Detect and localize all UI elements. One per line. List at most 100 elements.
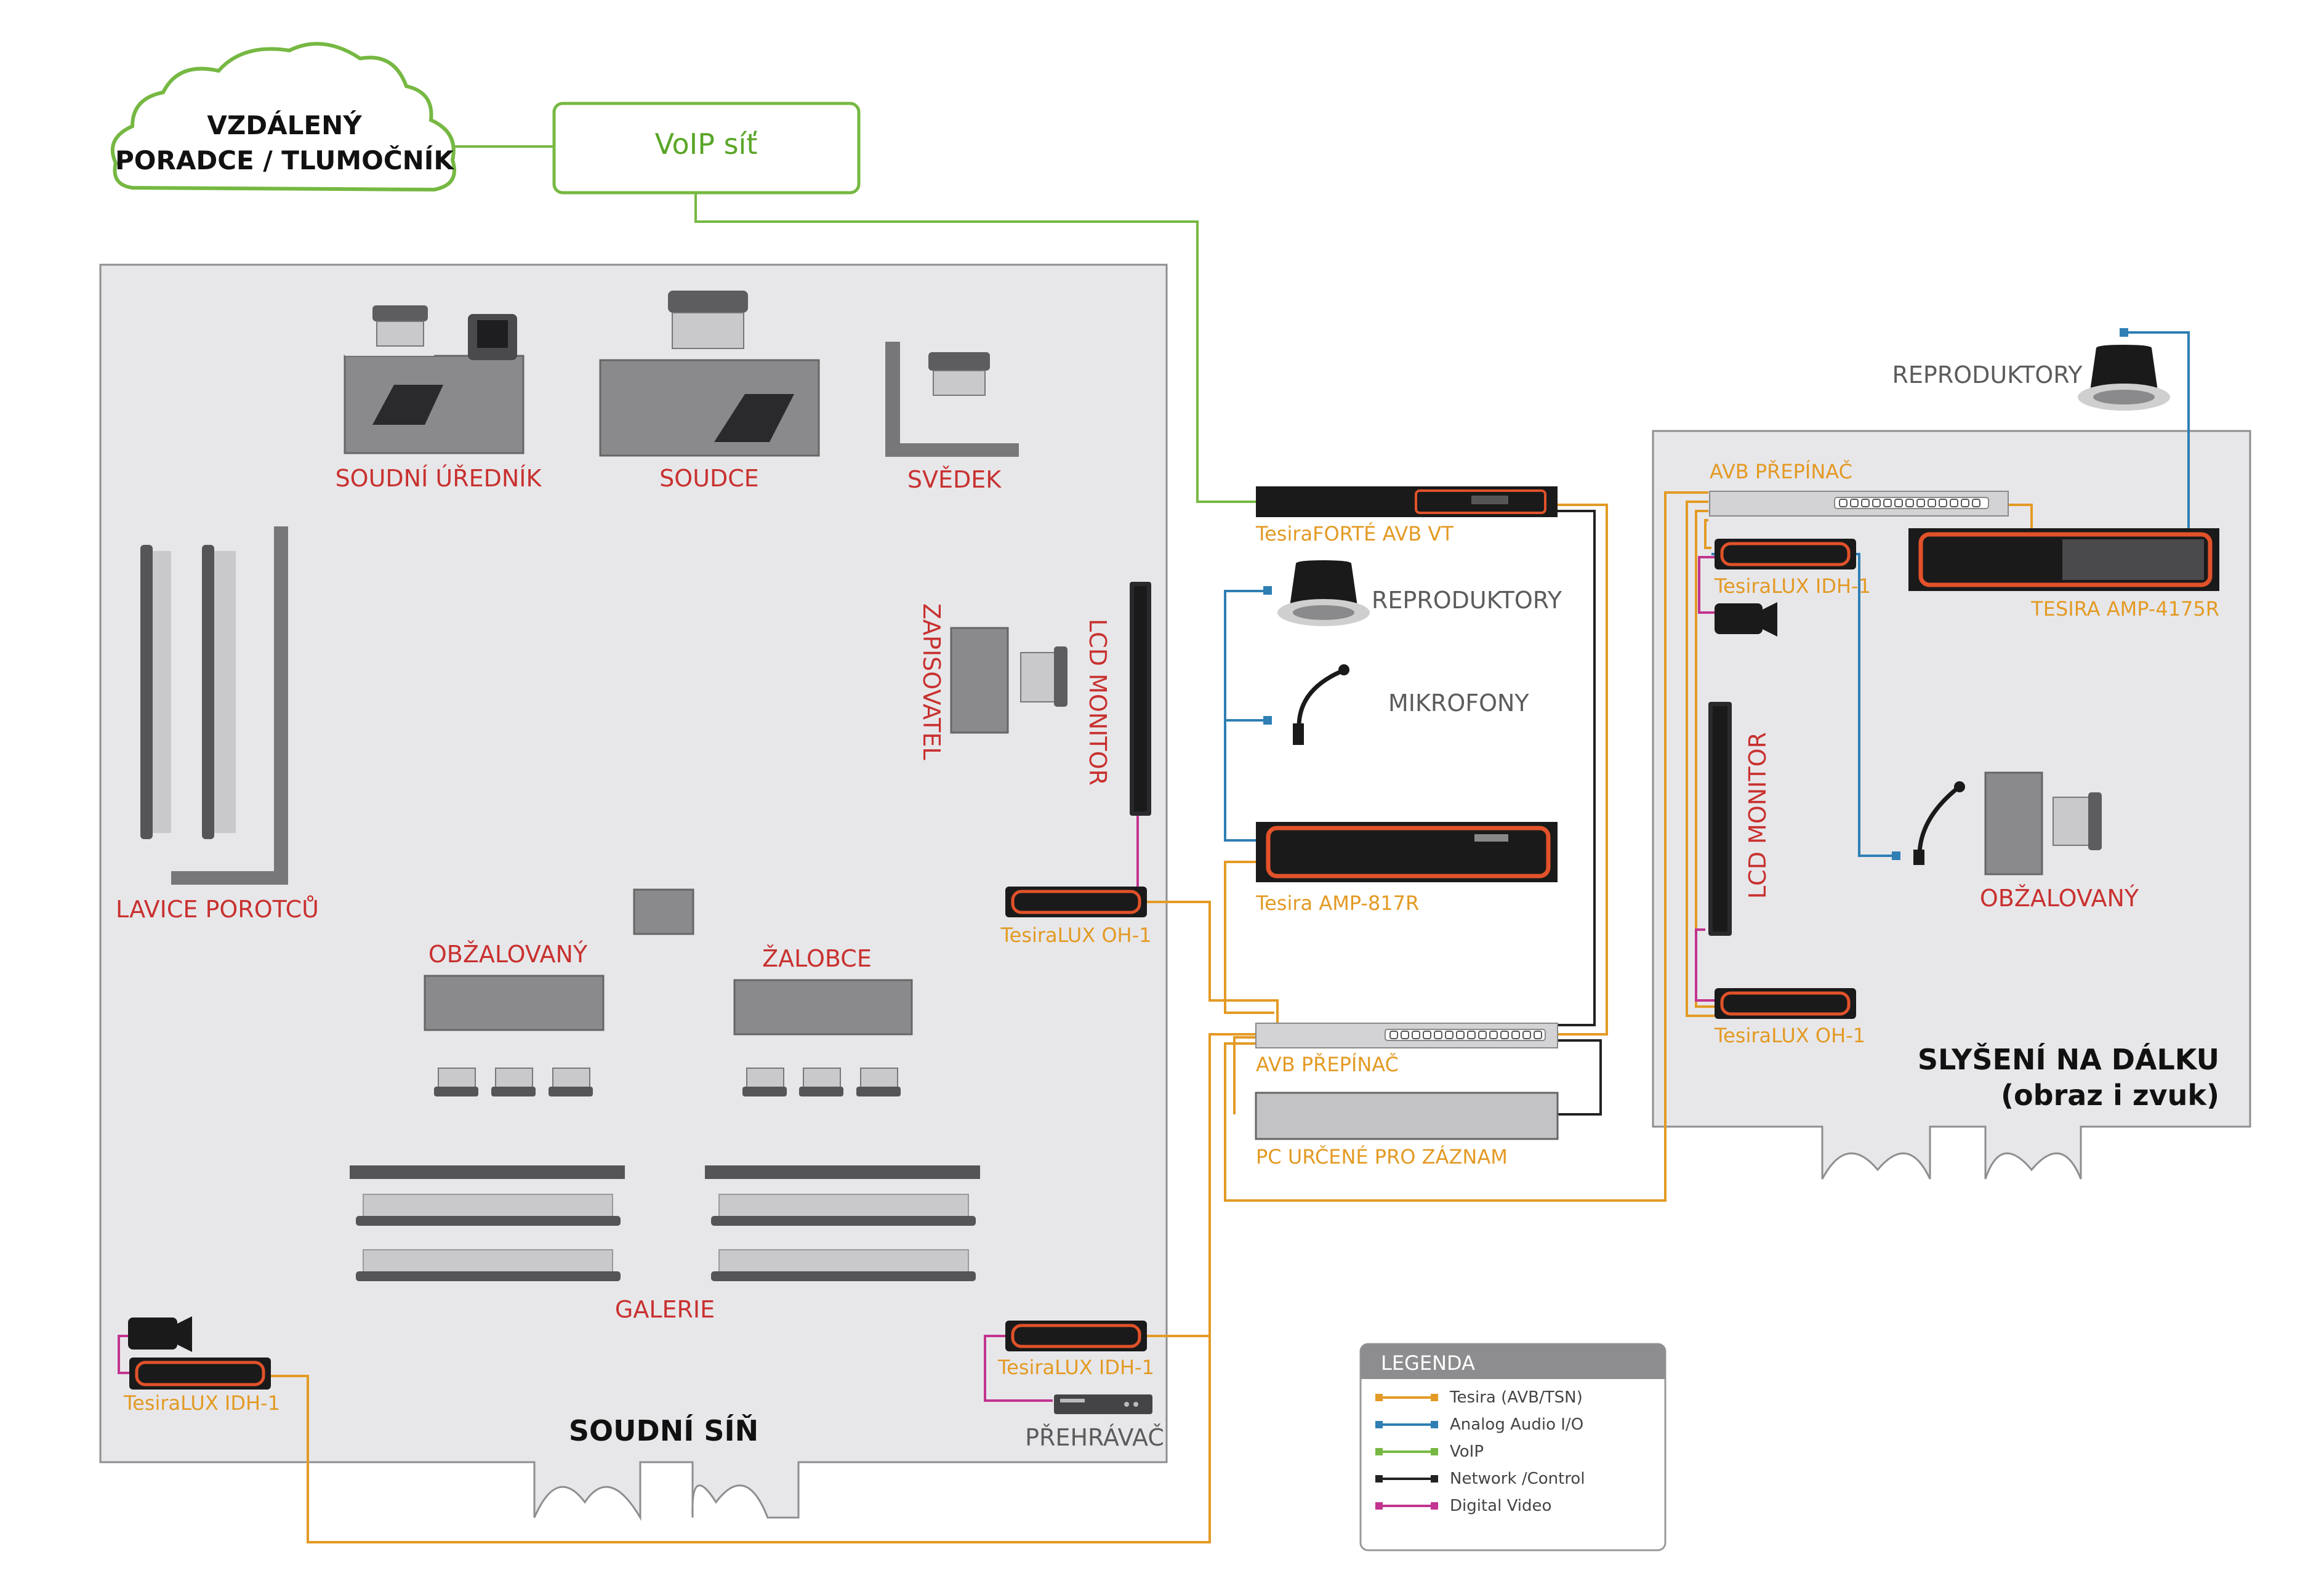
camera-remote xyxy=(1715,602,1777,637)
switch-port xyxy=(1928,499,1936,507)
legend-swatch-end xyxy=(1431,1394,1438,1401)
analog-port-speaker xyxy=(1263,586,1272,595)
switch-port xyxy=(1839,499,1848,507)
media-player xyxy=(1054,1394,1152,1414)
defendant-remote-desk xyxy=(1984,771,2102,875)
voip-network-box: VoIP síť xyxy=(552,102,861,195)
idh1-left-label: TesiraLUX IDH-1 xyxy=(123,1391,280,1415)
switch-port xyxy=(1905,499,1914,507)
center-table xyxy=(633,888,694,935)
defendant-label: OBŽALOVANÝ xyxy=(428,941,588,968)
jury-label: LAVICE POROTCŮ xyxy=(116,896,319,923)
oh1-courtroom-label: TesiraLUX OH-1 xyxy=(1000,923,1151,947)
amp4175-label: TESIRA AMP-4175R xyxy=(2030,597,2219,621)
lcd-label-remote: LCD MONITOR xyxy=(1744,732,1771,899)
microphone-remote xyxy=(1913,781,1965,865)
stenographer-desk xyxy=(950,627,1068,734)
legend: LEGENDA Tesira (AVB/TSN) Analog Audio I/O… xyxy=(1359,1343,1667,1551)
amp817-label: Tesira AMP-817R xyxy=(1255,891,1419,915)
switch-port xyxy=(1434,1031,1442,1039)
analog-port-remote-speaker xyxy=(2120,328,2128,337)
recording-pc xyxy=(1255,1092,1559,1140)
remote-title-1: SLYŠENÍ NA DÁLKU xyxy=(1918,1043,2219,1076)
legend-swatch-end xyxy=(1431,1475,1438,1482)
remote-title-2: (obraz i zvuk) xyxy=(2001,1079,2219,1112)
legend-swatch-end xyxy=(1431,1502,1438,1510)
pc-label: PC URČENÉ PRO ZÁZNAM xyxy=(1256,1145,1508,1169)
legend-swatch-end xyxy=(1375,1448,1383,1455)
switch-port xyxy=(1423,1031,1431,1039)
player-label: PŘEHRÁVAČ xyxy=(1025,1424,1164,1451)
legend-item: Tesira (AVB/TSN) xyxy=(1375,1388,1583,1407)
ceiling-speaker-center xyxy=(1277,560,1370,626)
judge-desk xyxy=(599,291,820,457)
switch-port xyxy=(1872,499,1881,507)
prosecutor-table xyxy=(733,979,913,1096)
switch-port xyxy=(1916,499,1925,507)
switch-port xyxy=(1456,1031,1465,1039)
amp-817r-device xyxy=(1256,822,1558,882)
legend-item: Analog Audio I/O xyxy=(1375,1415,1583,1434)
mics-center-label: MIKROFONY xyxy=(1388,690,1529,717)
lcd-monitor-courtroom xyxy=(1130,582,1151,816)
gallery-label: GALERIE xyxy=(615,1296,715,1323)
forte-label: TesiraFORTÉ AVB VT xyxy=(1255,522,1454,545)
gallery-benches xyxy=(350,1165,980,1281)
tesira-forte-device xyxy=(1256,486,1558,517)
microphone-center xyxy=(1293,664,1349,745)
switch-port xyxy=(1522,1031,1531,1039)
clerk-desk xyxy=(344,305,525,454)
idh1-remote-label: TesiraLUX IDH-1 xyxy=(1714,574,1871,598)
courtroom-title: SOUDNÍ SÍŇ xyxy=(569,1414,758,1447)
idh1-right-label: TesiraLUX IDH-1 xyxy=(997,1356,1154,1379)
clerk-label: SOUDNÍ ÚŘEDNÍK xyxy=(336,465,542,492)
defendant-table xyxy=(424,975,605,1096)
legend-swatch-end xyxy=(1375,1394,1383,1401)
oh1-remote xyxy=(1715,988,1856,1019)
stenographer-label: ZAPISOVATEL xyxy=(918,603,945,760)
legend-title: LEGENDA xyxy=(1381,1351,1475,1375)
switch-port xyxy=(1500,1031,1509,1039)
legend-swatch-end xyxy=(1431,1421,1438,1428)
legend-label: Network /Control xyxy=(1450,1470,1585,1488)
legend-swatch-end xyxy=(1375,1421,1383,1428)
cloud-line1: VZDÁLENÝ xyxy=(207,110,362,140)
legend-swatch-end xyxy=(1431,1448,1438,1455)
analog-port-remote-mic xyxy=(1892,851,1900,860)
legend-swatch-end xyxy=(1375,1475,1383,1482)
legend-item: Network /Control xyxy=(1375,1470,1585,1488)
switch-center-label: AVB PŘEPÍNAČ xyxy=(1256,1052,1399,1076)
camera-courtroom xyxy=(128,1316,192,1352)
switch-port xyxy=(1972,499,1980,507)
jury-bench xyxy=(140,526,288,885)
legend-label: Digital Video xyxy=(1450,1497,1551,1515)
switch-port xyxy=(1950,499,1958,507)
legend-label: VoIP xyxy=(1450,1442,1484,1461)
idh1-courtroom-right xyxy=(1005,1321,1147,1351)
prosecutor-label: ŽALOBCE xyxy=(762,945,872,972)
lcd-monitor-remote xyxy=(1708,702,1732,936)
switch-port xyxy=(1445,1031,1454,1039)
switch-port xyxy=(1861,499,1870,507)
legend-label: Analog Audio I/O xyxy=(1450,1415,1583,1434)
switch-port xyxy=(1850,499,1859,507)
switch-port xyxy=(1511,1031,1520,1039)
idh1-remote xyxy=(1715,539,1856,569)
ceiling-speaker-remote xyxy=(2078,345,2170,411)
witness-stand xyxy=(885,342,1019,457)
analog-port-mic xyxy=(1263,716,1272,725)
legend-swatch-end xyxy=(1375,1502,1383,1510)
cloud-line2: PORADCE / TLUMOČNÍK xyxy=(115,145,454,175)
switch-port xyxy=(1401,1031,1409,1039)
lcd-label-courtroom: LCD MONITOR xyxy=(1084,619,1111,786)
amp-4175r-device xyxy=(1908,528,2219,591)
switch-port xyxy=(1534,1031,1542,1039)
judge-label: SOUDCE xyxy=(659,465,759,492)
speakers-center-label: REPRODUKTORY xyxy=(1372,587,1562,614)
switch-port xyxy=(1489,1031,1498,1039)
switch-remote-label: AVB PŘEPÍNAČ xyxy=(1710,459,1852,483)
speakers-remote-label: REPRODUKTORY xyxy=(1892,361,2083,388)
switch-port xyxy=(1939,499,1947,507)
legend-item: Digital Video xyxy=(1375,1497,1551,1515)
legend-label: Tesira (AVB/TSN) xyxy=(1449,1388,1583,1407)
